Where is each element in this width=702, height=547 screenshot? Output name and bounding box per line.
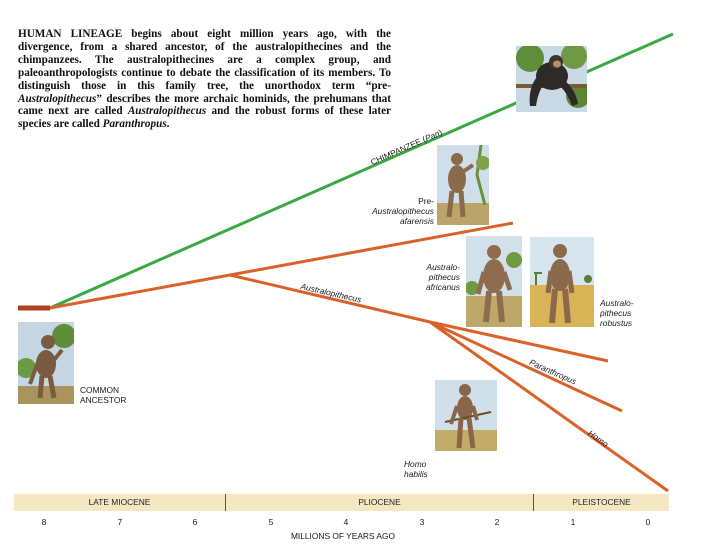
tick-label: 6: [192, 517, 198, 527]
intro-text: .: [166, 118, 170, 131]
era-divider: [533, 494, 534, 511]
robustus-label: Australo- pithecus robustus: [600, 298, 634, 328]
intro-term: Paranthropus: [102, 118, 167, 131]
pre-australopithecus-illustration: [437, 145, 489, 225]
tick-label: 0: [645, 517, 651, 527]
robustus-illustration: [530, 237, 594, 327]
era-pliocene: PLIOCENE: [358, 497, 401, 507]
paranthropus-branch: [429, 320, 623, 413]
chimpanzee-illustration: [516, 46, 587, 112]
intro-term: Australopithecus: [18, 92, 97, 105]
intro-term: Australopithecus: [127, 105, 207, 118]
hominid-trunk: [49, 273, 231, 310]
tick-label: 8: [41, 517, 47, 527]
axis-title: MILLIONS OF YEARS AGO: [290, 531, 396, 541]
australopithecus-end-branch: [429, 320, 609, 363]
common-ancestor-label: COMMON ANCESTOR: [80, 385, 127, 405]
africanus-illustration: [466, 236, 522, 327]
intro-text: begins about eight million years ago, wi…: [18, 28, 391, 92]
australopithecus-branch: [229, 273, 431, 324]
homo-habilis-label: Homo habilis: [404, 459, 428, 479]
intro-text: and the robust forms of these later spec…: [18, 105, 391, 131]
intro-lead: HUMAN LINEAGE: [18, 28, 123, 40]
pre-australopithecus-branch: [229, 221, 514, 277]
africanus-label: Australo- pithecus africanus: [426, 262, 460, 292]
tick-label: 4: [343, 517, 349, 527]
tick-label: 3: [419, 517, 425, 527]
common-ancestor-illustration: [18, 322, 74, 404]
intro-text: ” describes the more archaic hominids, t…: [18, 92, 391, 118]
tick-label: 1: [570, 517, 576, 527]
pre-australopithecus-label: Pre- Australopithecus afarensis: [372, 196, 434, 226]
tick-label: 7: [117, 517, 123, 527]
era-late-miocene: LATE MIOCENE: [88, 497, 151, 507]
era-pleistocene: PLEISTOCENE: [572, 497, 631, 507]
era-divider: [225, 494, 226, 511]
geologic-timebar: LATE MIOCENE PLIOCENE PLEISTOCENE: [14, 494, 669, 511]
homo-branch: [429, 320, 669, 493]
intro-paragraph: HUMAN LINEAGE begins about eight million…: [18, 28, 391, 131]
homo-habilis-illustration: [435, 380, 497, 451]
tick-label: 2: [494, 517, 500, 527]
tick-label: 5: [268, 517, 274, 527]
